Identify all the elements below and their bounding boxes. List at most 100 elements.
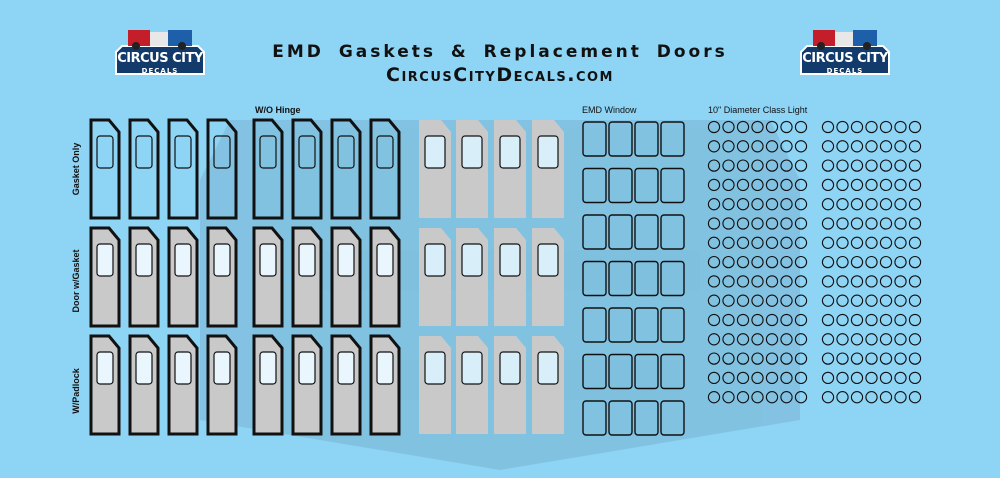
- door-gasket-icon: [89, 118, 121, 220]
- class-light-ring-icon: [751, 371, 764, 385]
- class-light-ring-icon: [821, 294, 835, 307]
- label-wo-hinge: W/O Hinge: [255, 105, 301, 115]
- row-label-door-w-gasket: Door w/Gasket: [71, 249, 81, 313]
- class-light-ring-icon: [821, 313, 835, 327]
- class-light-ring-icon: [751, 178, 764, 192]
- class-light-ring-icon: [794, 255, 808, 269]
- class-light-ring-icon: [836, 120, 849, 134]
- class-light-ring-icon: [908, 352, 922, 365]
- window-gasket-icon: [634, 307, 659, 343]
- class-light-ring-icon: [865, 275, 878, 288]
- door-gasket-icon: [291, 226, 323, 328]
- door-gasket-icon: [252, 226, 284, 328]
- class-light-ring-icon: [722, 217, 735, 230]
- class-light-ring-icon: [780, 217, 793, 230]
- class-light-ring-icon: [836, 140, 849, 153]
- class-light-ring-icon: [794, 275, 808, 288]
- class-light-ring-icon: [794, 120, 808, 134]
- class-light-ring-icon: [894, 140, 907, 153]
- class-light-ring-icon: [821, 140, 835, 153]
- class-light-ring-icon: [765, 352, 779, 365]
- class-light-ring-icon: [836, 217, 849, 230]
- class-light-ring-icon: [765, 391, 779, 404]
- class-light-ring-icon: [821, 120, 835, 134]
- door-gasket-icon: [369, 118, 401, 220]
- class-light-ring-icon: [865, 198, 878, 211]
- class-light-ring-icon: [850, 352, 864, 365]
- class-light-ring-icon: [821, 198, 835, 211]
- class-light-ring-icon: [894, 255, 907, 269]
- class-light-ring-icon: [780, 140, 793, 153]
- logo-name: CIRCUS CITY: [117, 51, 203, 66]
- door-gasket-icon: [167, 334, 199, 436]
- door-window-icon: [174, 243, 192, 277]
- grey-door-icon: [494, 120, 526, 218]
- class-light-ring-icon: [821, 217, 835, 230]
- class-light-ring-icon: [894, 159, 907, 172]
- grey-door-icon: [419, 336, 451, 434]
- class-light-ring-icon: [836, 391, 849, 404]
- class-light-ring-icon: [865, 236, 878, 249]
- door-gasket-icon: [330, 334, 362, 436]
- class-light-ring-icon: [765, 236, 779, 249]
- class-light-ring-icon: [850, 371, 864, 385]
- class-light-ring-icon: [836, 313, 849, 327]
- class-light-ring-icon: [850, 391, 864, 404]
- grey-door-icon: [532, 336, 564, 434]
- class-light-ring-icon: [765, 140, 779, 153]
- class-light-ring-icon: [794, 159, 808, 172]
- class-light-ring-icon: [821, 391, 835, 404]
- window-gasket-icon: [634, 214, 659, 250]
- class-light-ring-icon: [879, 198, 893, 211]
- class-light-ring-icon: [736, 294, 750, 307]
- window-gasket-icon: [608, 307, 633, 343]
- logo-sub: DECALS: [826, 67, 864, 75]
- class-light-ring-icon: [821, 178, 835, 192]
- door-window-icon: [298, 243, 316, 277]
- window-gasket-icon: [582, 167, 607, 204]
- class-light-ring-icon: [765, 217, 779, 230]
- door-window-icon: [213, 135, 231, 169]
- class-light-ring-icon: [836, 178, 849, 192]
- class-light-ring-icon: [722, 140, 735, 153]
- class-light-ring-icon: [751, 198, 764, 211]
- door-window-icon: [424, 351, 446, 385]
- class-light-ring-icon: [765, 198, 779, 211]
- circus-truck-logo-icon: [115, 30, 205, 75]
- class-light-ring-icon: [879, 236, 893, 249]
- class-light-ring-icon: [780, 255, 793, 269]
- window-gasket-icon: [634, 353, 659, 390]
- class-light-ring-icon: [794, 371, 808, 385]
- class-light-ring-icon: [707, 159, 721, 172]
- class-light-ring-icon: [879, 275, 893, 288]
- class-light-ring-icon: [894, 352, 907, 365]
- class-light-ring-icon: [850, 140, 864, 153]
- class-light-ring-icon: [765, 294, 779, 307]
- door-window-icon: [135, 243, 153, 277]
- class-light-ring-icon: [850, 236, 864, 249]
- class-light-ring-icon: [722, 313, 735, 327]
- door-window-icon: [537, 351, 559, 385]
- window-gasket-icon: [660, 260, 685, 297]
- class-light-ring-icon: [780, 178, 793, 192]
- emd-window-grid: [582, 121, 685, 436]
- class-light-ring-icon: [736, 333, 750, 346]
- class-light-ring-icon: [836, 236, 849, 249]
- class-light-ring-icon: [850, 178, 864, 192]
- class-light-ring-icon: [908, 159, 922, 172]
- window-gasket-icon: [608, 167, 633, 204]
- class-light-ring-icon: [736, 217, 750, 230]
- class-light-ring-icon: [794, 198, 808, 211]
- window-gasket-icon: [660, 307, 685, 343]
- class-light-ring-icon: [707, 178, 721, 192]
- class-light-ring-icon: [836, 255, 849, 269]
- class-light-ring-icon: [751, 255, 764, 269]
- class-light-ring-icon: [780, 391, 793, 404]
- class-light-ring-icon: [751, 294, 764, 307]
- class-light-ring-icon: [794, 294, 808, 307]
- class-light-ring-icon: [865, 313, 878, 327]
- class-light-ring-icon: [780, 371, 793, 385]
- class-light-ring-icon: [836, 371, 849, 385]
- door-window-icon: [376, 243, 394, 277]
- window-gasket-icon: [660, 167, 685, 204]
